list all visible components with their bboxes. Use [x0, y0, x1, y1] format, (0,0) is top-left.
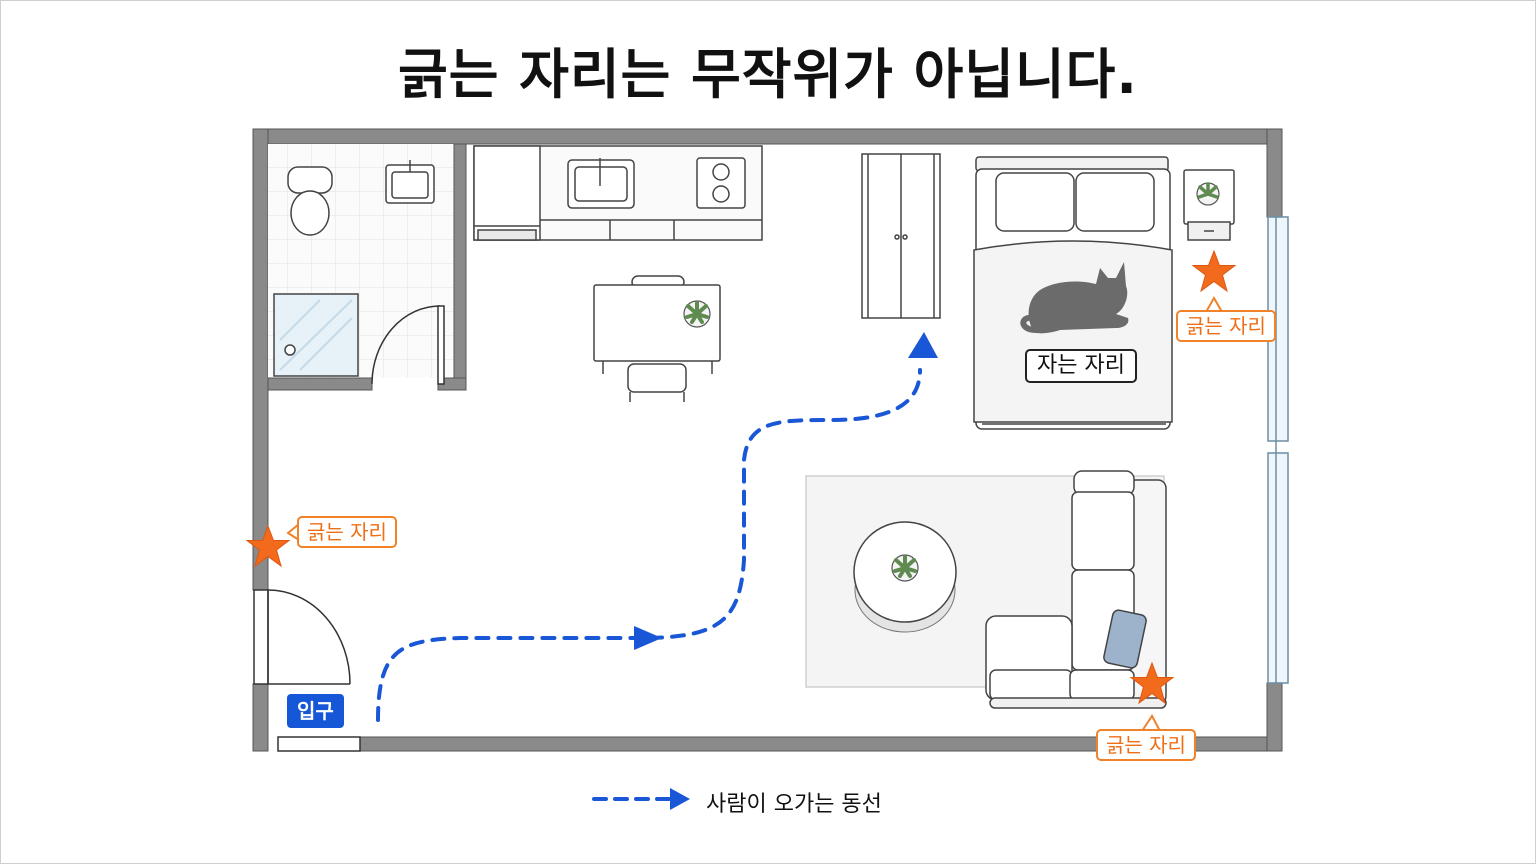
plant-icon [1196, 182, 1220, 206]
cushion [1103, 609, 1147, 669]
wardrobe [861, 153, 941, 319]
legend-path-sample [592, 788, 690, 810]
scratch-label-sofa: 긁는 자리 [1096, 729, 1196, 761]
entrance-label: 입구 [287, 694, 344, 728]
star-icon [1129, 661, 1175, 705]
star-icon [1191, 249, 1237, 293]
toilet [287, 166, 333, 236]
sofa [985, 470, 1167, 709]
shower [273, 293, 359, 377]
bathroom-sink [385, 160, 435, 204]
bathroom [267, 143, 467, 391]
kitchen-sink [567, 158, 635, 209]
plant-icon [891, 554, 919, 582]
star-icon [245, 524, 291, 568]
plant-icon [683, 300, 711, 328]
arrow-icon [634, 626, 662, 650]
cat-icon [1020, 262, 1129, 334]
sleep-label: 자는 자리 [1025, 349, 1137, 383]
movement-path [376, 368, 922, 722]
scratch-label-bedside: 긁는 자리 [1176, 310, 1276, 342]
scratch-label-entrance: 긁는 자리 [297, 516, 397, 548]
arrow-icon [670, 788, 690, 810]
kitchen [473, 145, 763, 241]
arrow-icon [908, 332, 938, 358]
window [1267, 216, 1289, 684]
entrance-door [253, 589, 361, 752]
stove [696, 157, 746, 209]
legend-label: 사람이 오가는 동선 [706, 792, 882, 817]
outer-walls [252, 128, 1283, 752]
page-title: 긁는 자리는 무작위가 아닙니다. [398, 43, 1138, 106]
bathroom-door [371, 305, 445, 385]
